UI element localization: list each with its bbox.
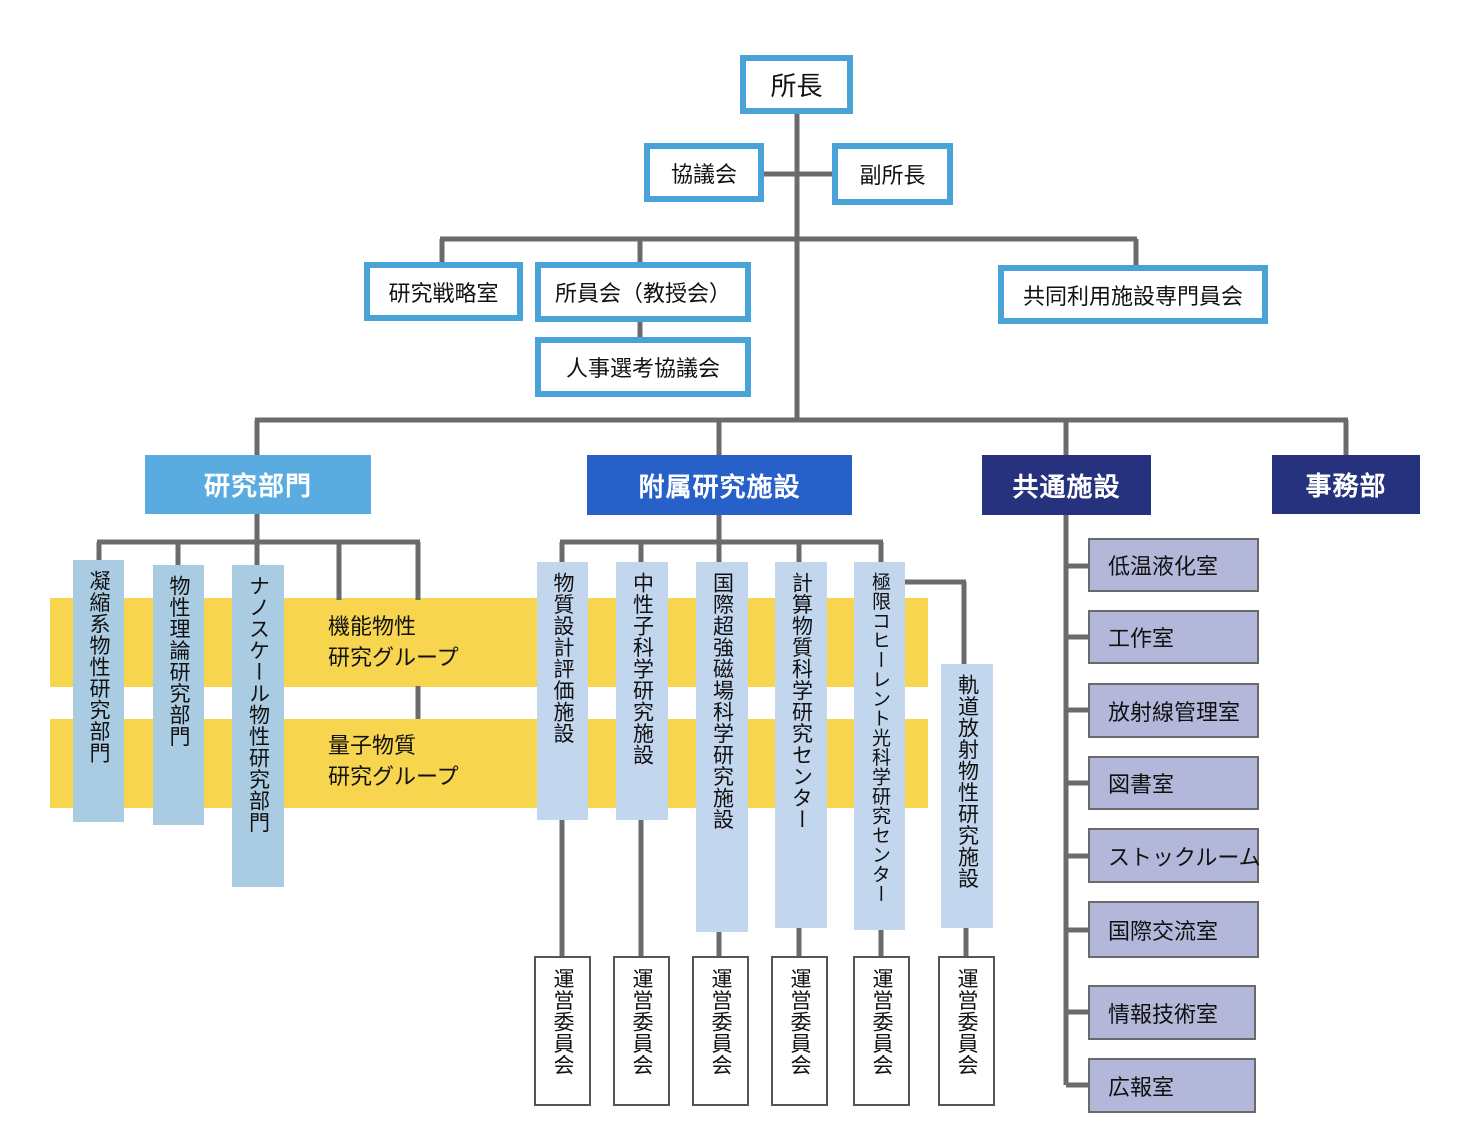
- council-label: 協議会: [670, 162, 737, 188]
- director-label: 所長: [770, 72, 823, 102]
- personnel-committee-box: 人事選考協議会: [535, 337, 751, 397]
- research-division-box: ナノスケール物性研究部門: [232, 565, 284, 887]
- research-division-name: 凝縮系物性研究部門: [87, 570, 111, 764]
- facility-name: 中性子科学研究施設: [630, 572, 655, 766]
- common-facilities-header: 共通施設: [982, 455, 1151, 515]
- research-division-box: 凝縮系物性研究部門: [73, 560, 124, 822]
- strategy-office-label: 研究戦略室: [388, 281, 499, 307]
- common-facility-box: 図書室: [1088, 756, 1259, 810]
- steering-committee-label: 運営委員会: [955, 968, 979, 1076]
- joint-use-committee-label: 共同利用施設専門員会: [1022, 284, 1243, 310]
- facility-box: 国際超強磁場科学研究施設: [696, 562, 748, 932]
- common-facility-label: 国際交流室: [1108, 919, 1219, 945]
- steering-committee-label: 運営委員会: [709, 968, 733, 1076]
- facility-box: 計算物質科学研究センター: [775, 562, 827, 928]
- common-facility-box: 低温液化室: [1088, 538, 1259, 592]
- steering-committee-box: 運営委員会: [771, 956, 828, 1106]
- steering-committee-label: 運営委員会: [788, 968, 812, 1076]
- research-group-label: 量子物質 研究グループ: [328, 731, 459, 793]
- research-division-box: 物性理論研究部門: [153, 565, 204, 825]
- attached-facilities-label: 附属研究施設: [638, 472, 801, 503]
- steering-committee-box: 運営委員会: [534, 956, 591, 1106]
- vice-director-box: 副所長: [832, 143, 953, 205]
- vice-director-label: 副所長: [859, 164, 926, 189]
- facility-name: 物質設計評価施設: [551, 572, 575, 744]
- admin-office-label: 事務部: [1305, 472, 1387, 502]
- common-facility-label: 工作室: [1108, 627, 1175, 652]
- research-group-line2: 研究グループ: [328, 646, 459, 671]
- admin-office-header: 事務部: [1272, 455, 1420, 514]
- attached-facilities-header: 附属研究施設: [587, 455, 852, 515]
- faculty-council-box: 所員会（教授会）: [535, 262, 751, 322]
- personnel-committee-label: 人事選考協議会: [565, 357, 720, 382]
- facility-box: 極限コヒーレント光科学研究センター: [854, 562, 905, 930]
- research-division-name: ナノスケール物性研究部門: [246, 575, 271, 833]
- facility-box: 中性子科学研究施設: [616, 562, 668, 820]
- research-group-label: 機能物性 研究グループ: [328, 612, 459, 674]
- steering-committee-box: 運営委員会: [853, 956, 910, 1106]
- common-facility-label: 情報技術室: [1108, 1002, 1219, 1028]
- research-group-line1: 機能物性: [328, 615, 417, 640]
- steering-committee-label: 運営委員会: [630, 968, 654, 1076]
- common-facility-label: 広報室: [1108, 1075, 1175, 1101]
- common-facility-box: 情報技術室: [1088, 985, 1256, 1040]
- council-box: 協議会: [644, 143, 764, 202]
- facility-name: 計算物質科学研究センター: [789, 572, 814, 830]
- steering-committee-box: 運営委員会: [938, 956, 995, 1106]
- steering-committee-label: 運営委員会: [870, 968, 894, 1076]
- common-facility-box: 工作室: [1088, 610, 1259, 664]
- facility-name: 軌道放射物性研究施設: [955, 674, 980, 889]
- common-facility-label: 図書室: [1108, 773, 1175, 798]
- common-facility-label: 放射線管理室: [1108, 700, 1241, 726]
- research-division-label: 研究部門: [203, 472, 312, 502]
- strategy-office-box: 研究戦略室: [364, 262, 523, 321]
- common-facility-box: 放射線管理室: [1088, 683, 1259, 738]
- common-facility-box: 国際交流室: [1088, 901, 1259, 958]
- facility-box: 物質設計評価施設: [537, 562, 588, 820]
- director-box: 所長: [740, 55, 853, 114]
- common-facility-label: ストックルーム: [1108, 845, 1261, 871]
- research-division-header: 研究部門: [145, 455, 371, 514]
- facility-name: 国際超強磁場科学研究施設: [710, 572, 735, 830]
- common-facility-label: 低温液化室: [1108, 555, 1219, 580]
- common-facility-box: 広報室: [1088, 1058, 1256, 1113]
- research-division-name: 物性理論研究部門: [167, 575, 191, 747]
- joint-use-committee-box: 共同利用施設専門員会: [998, 265, 1268, 324]
- research-group-line1: 量子物質: [328, 734, 417, 759]
- facility-name: 極限コヒーレント光科学研究センター: [869, 572, 891, 904]
- steering-committee-label: 運営委員会: [551, 968, 575, 1076]
- common-facilities-label: 共通施設: [1012, 472, 1121, 503]
- steering-committee-box: 運営委員会: [613, 956, 670, 1106]
- research-group-line2: 研究グループ: [328, 765, 459, 790]
- facility-box: 軌道放射物性研究施設: [941, 664, 993, 928]
- steering-committee-box: 運営委員会: [692, 956, 749, 1106]
- faculty-council-label: 所員会（教授会）: [554, 282, 731, 307]
- common-facility-box: ストックルーム: [1088, 828, 1261, 883]
